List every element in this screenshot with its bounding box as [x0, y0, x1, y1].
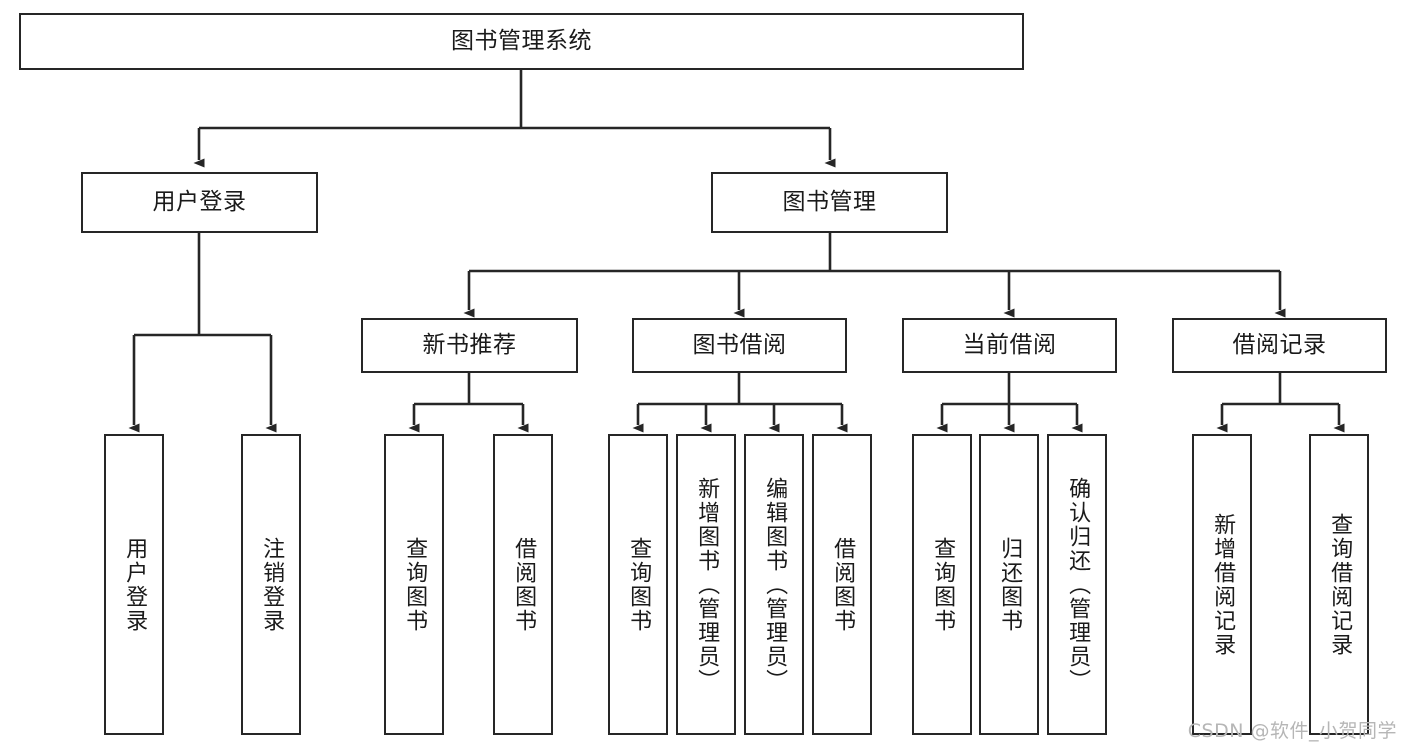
- watermark: CSDN @软件_小贺同学: [1187, 720, 1397, 742]
- node-leaf-add-book-admin[interactable]: 新增图书（管理员）: [676, 434, 736, 735]
- node-leaf-query-borrow-record-label: 查询借阅记录: [1327, 512, 1353, 657]
- node-current-borrow-label: 当前借阅: [962, 332, 1057, 359]
- node-book-borrow[interactable]: 图书借阅: [632, 318, 847, 373]
- node-leaf-query-book-current[interactable]: 查询图书: [912, 434, 972, 735]
- node-leaf-edit-book-admin[interactable]: 编辑图书（管理员）: [744, 434, 804, 735]
- node-leaf-query-book-recommend-label: 查询图书: [402, 536, 428, 633]
- node-leaf-confirm-return-admin[interactable]: 确认归还（管理员）: [1047, 434, 1107, 735]
- node-leaf-add-borrow-record[interactable]: 新增借阅记录: [1192, 434, 1252, 735]
- node-leaf-query-book-recommend[interactable]: 查询图书: [384, 434, 444, 735]
- node-leaf-logout[interactable]: 注销登录: [241, 434, 301, 735]
- node-new-book-recommend[interactable]: 新书推荐: [361, 318, 578, 373]
- node-leaf-borrow-book-label: 借阅图书: [830, 536, 856, 633]
- node-user-login-label: 用户登录: [152, 189, 247, 216]
- node-borrow-record[interactable]: 借阅记录: [1172, 318, 1387, 373]
- node-leaf-return-book-label: 归还图书: [997, 536, 1023, 633]
- node-leaf-query-book-current-label: 查询图书: [930, 536, 956, 633]
- node-current-borrow[interactable]: 当前借阅: [902, 318, 1117, 373]
- node-leaf-borrow-book-recommend[interactable]: 借阅图书: [493, 434, 553, 735]
- node-leaf-borrow-book[interactable]: 借阅图书: [812, 434, 872, 735]
- node-borrow-record-label: 借阅记录: [1232, 332, 1327, 359]
- node-leaf-confirm-return-admin-label: 确认归还（管理员）: [1065, 476, 1091, 693]
- node-user-login[interactable]: 用户登录: [81, 172, 318, 233]
- node-leaf-borrow-book-recommend-label: 借阅图书: [511, 536, 537, 633]
- node-leaf-user-login[interactable]: 用户登录: [104, 434, 164, 735]
- node-leaf-edit-book-admin-label: 编辑图书（管理员）: [762, 476, 788, 693]
- node-book-borrow-label: 图书借阅: [692, 332, 787, 359]
- node-book-management-label: 图书管理: [782, 189, 877, 216]
- node-book-management[interactable]: 图书管理: [711, 172, 948, 233]
- node-leaf-query-book-label: 查询图书: [626, 536, 652, 633]
- node-leaf-user-login-label: 用户登录: [122, 536, 148, 633]
- node-leaf-add-borrow-record-label: 新增借阅记录: [1210, 512, 1236, 657]
- node-leaf-query-book[interactable]: 查询图书: [608, 434, 668, 735]
- node-root[interactable]: 图书管理系统: [19, 13, 1024, 70]
- node-new-book-recommend-label: 新书推荐: [422, 332, 517, 359]
- node-leaf-return-book[interactable]: 归还图书: [979, 434, 1039, 735]
- node-root-label: 图书管理系统: [451, 28, 592, 55]
- node-leaf-query-borrow-record[interactable]: 查询借阅记录: [1309, 434, 1369, 735]
- node-leaf-logout-label: 注销登录: [259, 536, 285, 633]
- node-leaf-add-book-admin-label: 新增图书（管理员）: [694, 476, 720, 693]
